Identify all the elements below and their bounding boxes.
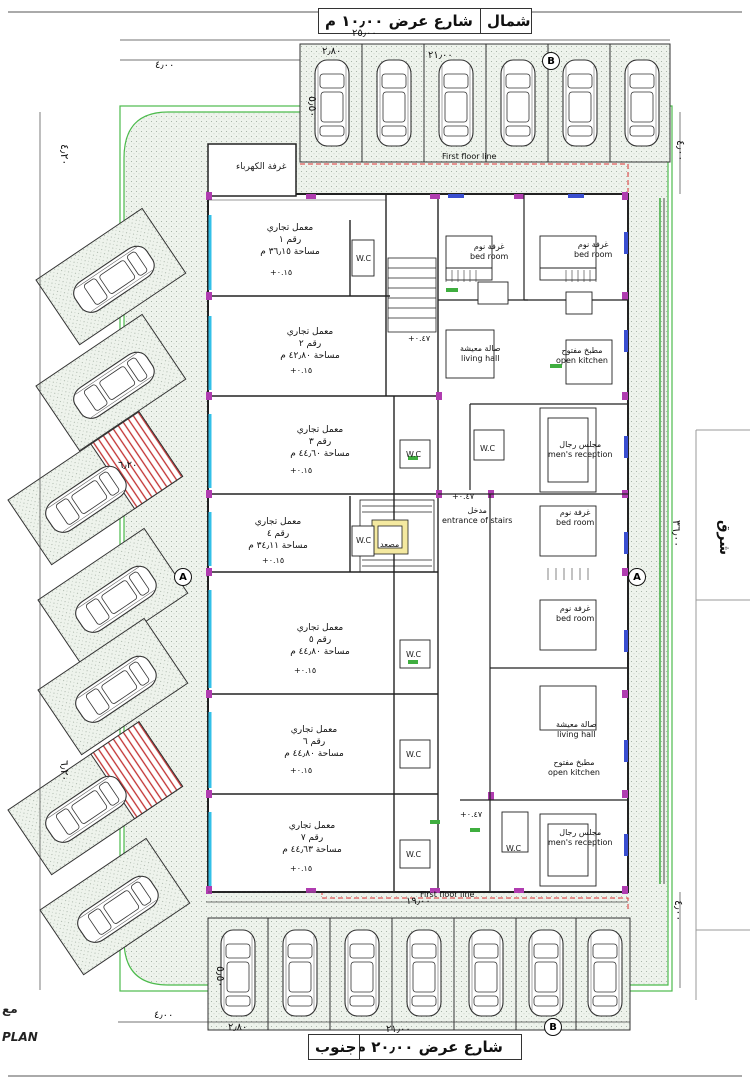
- wc-label-7: W.C: [506, 844, 522, 853]
- shop-2-level: +٠.١٥: [290, 366, 313, 375]
- shop-title: معمل تجاري: [290, 725, 338, 735]
- dim-top-left: ٤٫٠٠: [155, 60, 175, 71]
- dim-slot-width-top: ٢٫٨٠: [322, 46, 342, 57]
- stair-level-1: +٠.٤٧: [408, 334, 431, 343]
- dim-slot-depth-bottom: ٥٫٥٠: [214, 966, 227, 988]
- north-street-label: شارع عرض ١٠٫٠٠ م: [318, 8, 492, 34]
- dim-slot-depth-top: ٥٫٥٠: [306, 96, 319, 118]
- shop-number: رقم ١: [278, 235, 302, 246]
- east-direction-label: شرق: [716, 520, 732, 555]
- dim-slot-width-bottom: ٢٫٨٠: [228, 1022, 248, 1033]
- guard-room-label: غرفة الكهرباء: [236, 162, 287, 172]
- shop-title: معمل تجاري: [266, 223, 314, 233]
- shop-4-level: +٠.١٥: [262, 556, 285, 565]
- shop-6: معمل تجاري رقم ٦ مساحة ٤٤٫٨٠ م: [264, 724, 364, 760]
- dim-inner-bottom: ١٩٫٠٠: [406, 896, 431, 907]
- dim-top-total: ٢٥٫٠٠: [352, 28, 377, 39]
- wc-label-6: W.C: [480, 444, 496, 453]
- shop-4: معمل تجاري رقم ٤ مساحة ٣٤٫١١ م: [228, 516, 328, 552]
- north-direction: شمال: [487, 12, 531, 30]
- shop-title: معمل تجاري: [288, 821, 336, 831]
- dim-slot-depth-alt: ٦٫٢٠: [118, 460, 138, 471]
- shop-area: مساحة ٤٤٫٨٠ م: [284, 749, 344, 760]
- south-direction-label: جنوب: [308, 1034, 360, 1060]
- dim-left-top: ٤٫٢٠: [58, 144, 71, 166]
- wc-label-1: W.C: [356, 254, 372, 263]
- east-direction: شرق: [716, 520, 732, 555]
- first-floor-line-bottom: First floor line: [420, 890, 475, 899]
- shop-area: مساحة ٣٤٫١١ م: [248, 541, 308, 552]
- shop-3: معمل تجاري رقم ٣ مساحة ٤٤٫٦٠ م: [270, 424, 370, 460]
- shop-title: معمل تجاري: [296, 425, 344, 435]
- shop-area: مساحة ٤٤٫٦٣ م: [282, 845, 342, 856]
- shop-title: معمل تجاري: [254, 517, 302, 527]
- shop-1-level: +٠.١٥: [270, 268, 293, 277]
- north-direction-label: شمال: [480, 8, 532, 34]
- north-street-name: شارع عرض ١٠٫٠٠ م: [325, 12, 473, 30]
- dim-top-mid: ٢١٫٠٠: [428, 50, 453, 61]
- shop-area: مساحة ٤٤٫٨٠ م: [290, 647, 350, 658]
- shop-7-level: +٠.١٥: [290, 864, 313, 873]
- dim-right-bottom: ٤٫٠٠: [672, 900, 685, 922]
- shop-3-level: +٠.١٥: [290, 466, 313, 475]
- shop-title: معمل تجاري: [296, 623, 344, 633]
- section-marker-b-bottom: B: [544, 1018, 562, 1036]
- shop-5: معمل تجاري رقم ٥ مساحة ٤٤٫٨٠ م: [270, 622, 370, 658]
- south-direction: جنوب: [315, 1038, 357, 1056]
- shop-area: مساحة ٤٢٫٨٠ م: [280, 351, 340, 362]
- south-street-name: شارع عرض ٢٠٫٠٠ م: [355, 1038, 503, 1056]
- first-floor-line-top: First floor line: [442, 152, 497, 161]
- dim-bottom-mid: ٢١٫٠٠: [386, 1024, 411, 1035]
- dim-right-top: ٤٫٠٠: [674, 140, 687, 162]
- dim-right-total: ٣٦٫٠٠: [670, 520, 683, 548]
- shop-number: رقم ٢: [298, 339, 322, 350]
- corner-plan-label: PLAN: [2, 1030, 38, 1044]
- shop-number: رقم ٦: [302, 737, 326, 748]
- shop-2: معمل تجاري رقم ٢ مساحة ٤٢٫٨٠ م: [260, 326, 360, 362]
- stair-level-3: +٠.٤٧: [460, 810, 483, 819]
- wc-label-3: W.C: [406, 650, 422, 659]
- shop-area: مساحة ٤٤٫٦٠ م: [290, 449, 350, 460]
- wc-label-2: W.C: [406, 450, 422, 459]
- shop-area: مساحة ٣٦٫١٥ م: [260, 247, 320, 258]
- shop-number: رقم ٤: [266, 529, 290, 540]
- wc-label-5: W.C: [406, 850, 422, 859]
- shop-5-level: +٠.١٥: [294, 666, 317, 675]
- stair-level-2: +٠.٤٧: [452, 492, 475, 501]
- shop-number: رقم ٧: [300, 833, 324, 844]
- elevator-label: مصعد: [380, 540, 400, 549]
- wc-label-4: W.C: [406, 750, 422, 759]
- shop-title: معمل تجاري: [286, 327, 334, 337]
- shop-7: معمل تجاري رقم ٧ مساحة ٤٤٫٦٣ م: [262, 820, 362, 856]
- section-marker-b-top: B: [542, 52, 560, 70]
- shop-number: رقم ٥: [308, 635, 332, 646]
- south-street-label: شارع عرض ٢٠٫٠٠ م: [348, 1034, 522, 1060]
- dim-bottom-left: ٤٫٠٠: [154, 1010, 174, 1021]
- dim-left-mid: ٦٫٢٠: [58, 760, 71, 782]
- section-marker-a-left: A: [174, 568, 192, 586]
- shop-1: معمل تجاري رقم ١ مساحة ٣٦٫١٥ م: [240, 222, 340, 258]
- section-marker-a-right: A: [628, 568, 646, 586]
- corner-text-left: مع: [2, 1002, 18, 1016]
- wc-label-8: W.C: [356, 536, 372, 545]
- shop-number: رقم ٣: [308, 437, 332, 448]
- shop-6-level: +٠.١٥: [290, 766, 313, 775]
